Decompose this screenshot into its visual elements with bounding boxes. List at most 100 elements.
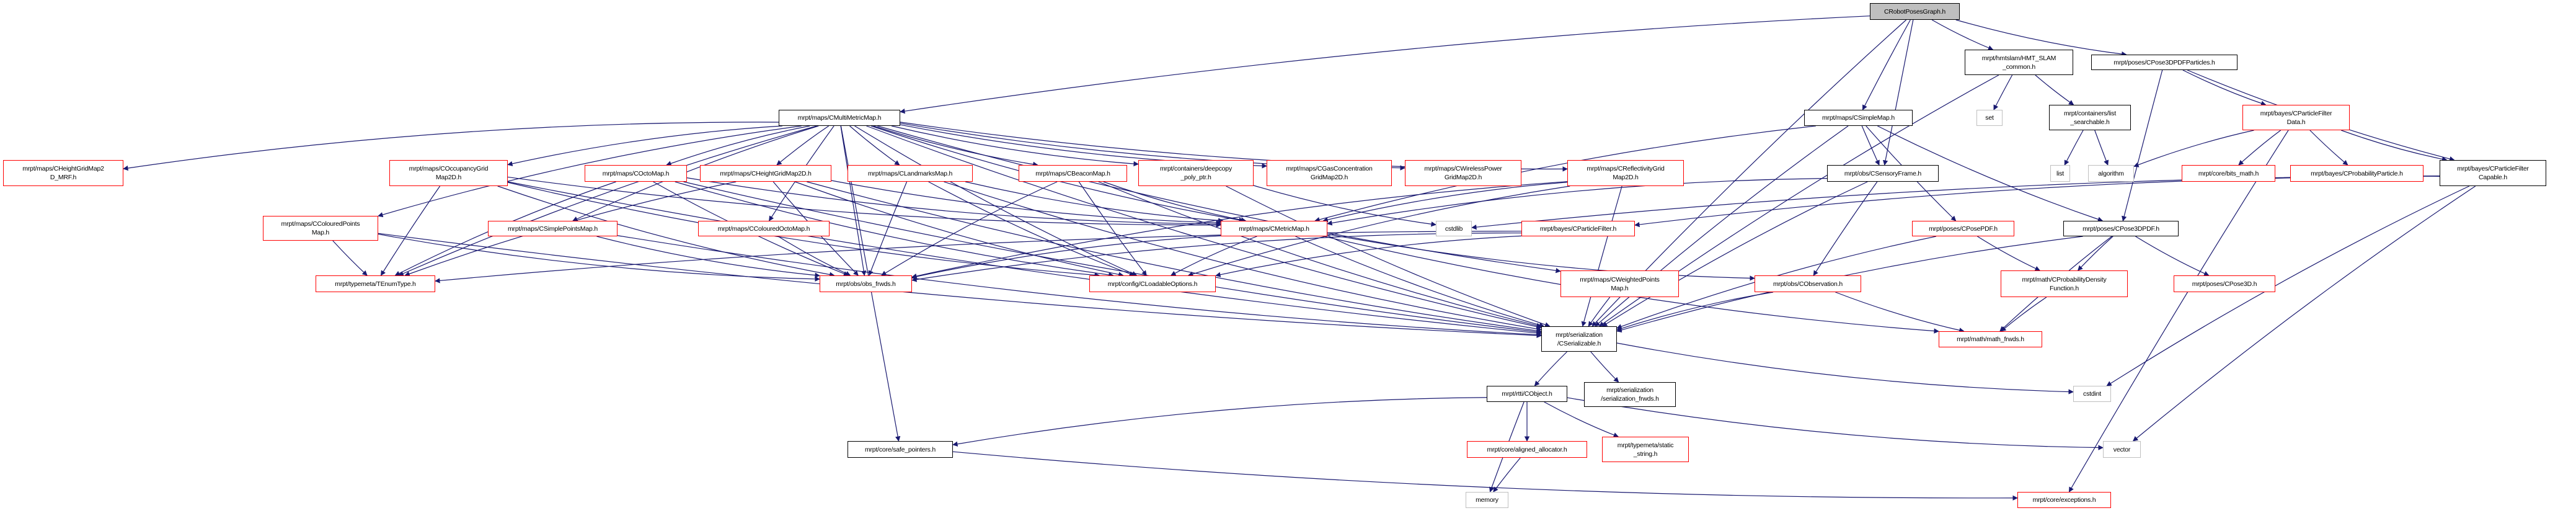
edge-pfilter-to-loadable <box>1215 235 1522 277</box>
edge-occgrid-to-metricmap <box>507 176 1221 228</box>
graph-node-wireless[interactable]: mrpt/maps/CWirelessPower GridMap2D.h <box>1405 160 1521 186</box>
graph-node-hgmap[interactable]: mrpt/maps/CHeightGridMap2D.h <box>700 165 831 182</box>
edge-pfcapable-to-pfilter <box>1634 176 2440 228</box>
graph-node-safeptr[interactable]: mrpt/core/safe_pointers.h <box>848 441 953 458</box>
edge-p3dparticles-to-pose3dpdf <box>2122 69 2163 221</box>
edge-beacon-to-metricmap <box>1103 181 1247 223</box>
graph-node-algorithm[interactable]: algorithm <box>2088 165 2134 182</box>
graph-node-pfdata[interactable]: mrpt/bayes/CParticleFilter Data.h <box>2242 105 2350 130</box>
graph-node-colpoints[interactable]: mrpt/maps/CColouredPoints Map.h <box>263 216 378 241</box>
edge-occgrid-to-serializable <box>507 181 1542 336</box>
graph-node-gas[interactable]: mrpt/maps/CGasConcentration GridMap2D.h <box>1267 160 1392 186</box>
graph-node-serfrwds[interactable]: mrpt/serialization /serialization_frwds.… <box>1584 382 1676 407</box>
graph-node-tenum[interactable]: mrpt/typemeta/TEnumType.h <box>316 275 435 292</box>
graph-node-bitsmath[interactable]: mrpt/core/bits_math.h <box>2182 165 2275 182</box>
edge-pfdata-to-algorithm <box>2133 130 2254 167</box>
edge-reflect-to-loadable <box>1187 185 1570 277</box>
edge-beacon-to-obsfrwds <box>881 181 1058 276</box>
edge-beacon-to-serializable <box>1098 181 1542 328</box>
edge-pfcapable-to-cstdint <box>2106 185 2470 386</box>
edge-landmarks-to-obsfrwds <box>868 181 908 276</box>
graph-node-cobject[interactable]: mrpt/rtti/CObject.h <box>1487 386 1567 402</box>
graph-node-serializable[interactable]: mrpt/serialization /CSerializable.h <box>1541 326 1617 352</box>
graph-node-occgrid[interactable]: mrpt/maps/COccupancyGrid Map2D.h <box>389 160 508 186</box>
edge-multimetric-to-serializable <box>866 125 1542 329</box>
graph-node-obsfrwds[interactable]: mrpt/obs/obs_frwds.h <box>820 275 912 292</box>
graph-node-hgmrf[interactable]: mrpt/maps/CHeightGridMap2 D_MRF.h <box>3 160 123 186</box>
graph-node-cstdlib[interactable]: cstdlib <box>1436 221 1472 236</box>
edge-pfdata-to-pfcapable <box>2341 130 2448 162</box>
graph-node-simplepoints[interactable]: mrpt/maps/CSimplePointsMap.h <box>488 221 617 236</box>
graph-node-simplemap[interactable]: mrpt/maps/CSimpleMap.h <box>1804 110 1913 126</box>
graph-node-weighted[interactable]: mrpt/maps/CWeightedPoints Map.h <box>1560 270 1679 297</box>
edge-pfcapable-to-vector <box>2132 185 2476 442</box>
edge-sensory-to-serializable <box>1601 181 1868 327</box>
edge-hgmap-to-loadable <box>795 181 1124 277</box>
graph-node-pose3d[interactable]: mrpt/poses/CPose3D.h <box>2174 275 2275 292</box>
graph-node-probparticle[interactable]: mrpt/bayes/CProbabilityParticle.h <box>2290 165 2423 182</box>
edge-multimetric-to-hgmap <box>776 125 830 166</box>
edge-listsearch-to-list <box>2064 130 2084 166</box>
graph-node-sensory[interactable]: mrpt/obs/CSensoryFrame.h <box>1827 165 1939 182</box>
edge-multimetric-to-weighted <box>877 125 1561 274</box>
graph-node-coloctomap[interactable]: mrpt/maps/CColouredOctoMap.h <box>698 221 830 236</box>
graph-node-vector[interactable]: vector <box>2103 441 2141 458</box>
edge-colpoints-to-serializable <box>378 233 1542 338</box>
edge-root-to-hmt <box>1931 19 1994 51</box>
edge-metricmap-to-loadable <box>1170 236 1257 276</box>
graph-node-multimetric[interactable]: mrpt/maps/CMultiMetricMap.h <box>779 110 900 126</box>
graph-node-landmarks[interactable]: mrpt/maps/CLandmarksMap.h <box>848 165 973 182</box>
edge-colpoints-to-obsfrwds <box>378 233 820 282</box>
edge-landmarks-to-loadable <box>928 181 1135 277</box>
edge-simplemap-to-pose3dpdf <box>1877 125 2104 222</box>
edge-octomap-to-loadable <box>675 181 1114 278</box>
graph-node-loadable[interactable]: mrpt/config/CLoadableOptions.h <box>1089 275 1216 292</box>
edge-reflect-to-obsfrwds <box>911 181 1568 279</box>
edge-sensory-to-metricmap <box>1327 178 1828 226</box>
graph-node-listsearch[interactable]: mrpt/containers/list _searchable.h <box>2049 105 2131 130</box>
edge-serializable-to-cstdint <box>1616 342 2074 395</box>
graph-node-set[interactable]: set <box>1976 110 2003 126</box>
graph-node-pfilter[interactable]: mrpt/bayes/CParticleFilter.h <box>1521 221 1635 236</box>
graph-node-staticstr[interactable]: mrpt/typemeta/static _string.h <box>1602 437 1689 462</box>
graph-node-deepcopy[interactable]: mrpt/containers/deepcopy _poly_ptr.h <box>1138 160 1254 186</box>
edge-octomap-to-serializable <box>683 181 1542 335</box>
graph-node-beacon[interactable]: mrpt/maps/CBeaconMap.h <box>1019 165 1127 182</box>
graph-node-posepdf[interactable]: mrpt/poses/CPosePDF.h <box>1912 221 2014 236</box>
edge-occgrid-to-loadable <box>507 182 1100 278</box>
graph-node-p3dparticles[interactable]: mrpt/poses/CPose3DPDFParticles.h <box>2091 55 2237 70</box>
edge-root-to-simplemap <box>1862 19 1911 110</box>
graph-node-list[interactable]: list <box>2050 165 2070 182</box>
edge-multimetric-to-hgmrf <box>123 122 779 171</box>
edge-octomap-to-metricmap <box>686 177 1221 227</box>
edge-cobject-to-vector <box>1567 397 2104 450</box>
graph-node-pfcapable[interactable]: mrpt/bayes/CParticleFilter Capable.h <box>2440 160 2546 186</box>
graph-node-mathfrwds[interactable]: mrpt/math/math_frwds.h <box>1939 331 2042 347</box>
edge-multimetric-to-deepcopy <box>891 125 1139 167</box>
graph-node-metricmap[interactable]: mrpt/maps/CMetricMap.h <box>1221 221 1327 236</box>
edge-simplemap-to-metricmap <box>1314 125 1816 223</box>
graph-node-reflect[interactable]: mrpt/maps/CReflectivityGrid Map2D.h <box>1567 160 1684 186</box>
graph-node-octomap[interactable]: mrpt/maps/COctoMap.h <box>585 165 687 182</box>
edge-pfilter-to-obsfrwds <box>911 232 1522 282</box>
edge-pose3dpdf-to-pose3d <box>2135 236 2210 276</box>
graph-node-probdens[interactable]: mrpt/math/CProbabilityDensity Function.h <box>2001 270 2128 297</box>
edge-metricmap-to-serializable <box>1295 236 1545 328</box>
graph-node-root: CRobotPosesGraph.h <box>1870 3 1960 20</box>
edge-reflect-to-serializable <box>1581 185 1622 327</box>
edge-serializable-to-serfrwds <box>1590 351 1619 383</box>
edge-multimetric-to-octomap <box>666 125 810 166</box>
graph-node-exceptions[interactable]: mrpt/core/exceptions.h <box>2017 492 2111 508</box>
edge-deepcopy-to-cstdlib <box>1253 185 1436 227</box>
graph-node-cstdint[interactable]: cstdint <box>2073 386 2111 402</box>
edge-root-to-multimetric <box>900 16 1870 114</box>
graph-node-aligned[interactable]: mrpt/core/aligned_allocator.h <box>1467 441 1587 458</box>
edge-root-to-p3dparticles <box>1955 19 2127 57</box>
graph-node-pose3dpdf[interactable]: mrpt/poses/CPose3DPDF.h <box>2063 221 2179 236</box>
graph-node-hmt[interactable]: mrpt/hmtslam/HMT_SLAM _common.h <box>1965 50 2073 75</box>
edge-simplemap-to-sensory <box>1861 125 1880 166</box>
graph-node-memory[interactable]: memory <box>1466 492 1508 508</box>
graph-node-observation[interactable]: mrpt/obs/CObservation.h <box>1755 275 1861 292</box>
edge-multimetric-to-beacon <box>873 125 1038 167</box>
